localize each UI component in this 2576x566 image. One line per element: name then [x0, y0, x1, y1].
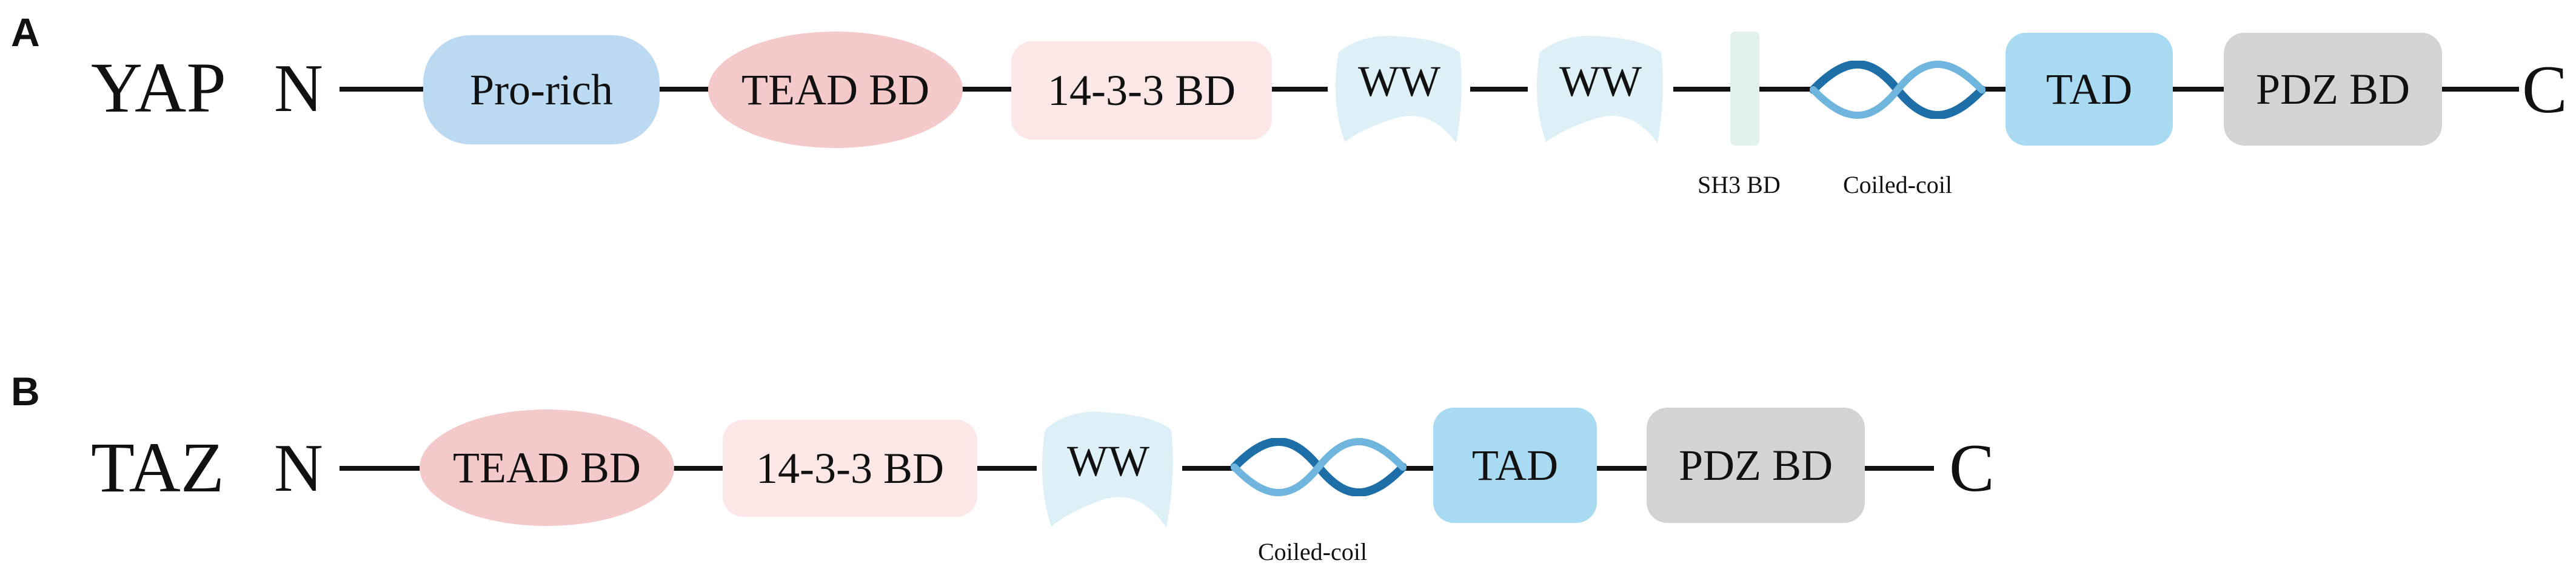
yap-backbone-9 — [2170, 87, 2225, 92]
yap-n-terminus: N — [274, 51, 323, 126]
yap-backbone-10 — [2440, 87, 2519, 92]
yap-backbone-8 — [1979, 87, 2007, 92]
taz-n-terminus: N — [274, 431, 323, 506]
ww-shape — [1042, 411, 1173, 528]
yap-coiled-coil-domain — [1809, 60, 1986, 120]
yap-backbone-3 — [961, 87, 1012, 92]
taz-coiled-coil-domain — [1230, 437, 1407, 497]
taz-backbone-3 — [976, 466, 1037, 471]
taz-ww-domain: WW — [1032, 403, 1185, 531]
taz-backbone-6 — [1594, 466, 1649, 471]
yap-backbone-2 — [658, 87, 709, 92]
taz-c-terminus: C — [1949, 431, 1995, 506]
taz-backbone-1 — [340, 466, 424, 471]
yap-backbone-7 — [1758, 87, 1813, 92]
yap-pro-rich-domain: Pro-rich — [423, 35, 660, 144]
coiled-coil-icon — [1230, 437, 1407, 497]
ww-shape — [1536, 36, 1663, 144]
yap-coiled-coil-label: Coiled-coil — [1843, 171, 1952, 198]
taz-tad-domain: TAD — [1433, 408, 1597, 523]
panel-b-label: B — [11, 369, 40, 414]
yap-c-terminus: C — [2522, 52, 2568, 127]
yap-pdz-bd-domain: PDZ BD — [2224, 33, 2442, 146]
ww-shape — [1335, 36, 1462, 144]
taz-backbone-5 — [1400, 466, 1437, 471]
taz-backbone-2 — [673, 466, 724, 471]
taz-backbone-7 — [1861, 466, 1934, 471]
taz-14-3-3-bd-domain: 14-3-3 BD — [723, 420, 977, 517]
yap-backbone-5 — [1470, 87, 1528, 92]
yap-ww2-domain: WW — [1527, 28, 1674, 147]
taz-backbone-4 — [1182, 466, 1237, 471]
yap-ww1-domain: WW — [1326, 28, 1472, 147]
taz-coiled-coil-label: Coiled-coil — [1258, 538, 1367, 565]
yap-backbone-1 — [340, 87, 424, 92]
yap-protein-name: YAP — [91, 48, 226, 127]
yap-backbone-6 — [1673, 87, 1734, 92]
taz-tead-bd-domain: TEAD BD — [420, 409, 674, 526]
yap-14-3-3-bd-domain: 14-3-3 BD — [1011, 41, 1272, 140]
taz-protein-name: TAZ — [91, 428, 224, 507]
yap-sh3-bd-label: SH3 BD — [1698, 171, 1781, 198]
taz-ww-label: WW — [1067, 436, 1149, 485]
yap-backbone-4 — [1270, 87, 1328, 92]
coiled-coil-icon — [1809, 60, 1986, 120]
yap-sh3-bd-marker — [1730, 32, 1759, 146]
panel-a-label: A — [11, 10, 40, 55]
taz-pdz-bd-domain: PDZ BD — [1647, 408, 1865, 523]
yap-tad-domain: TAD — [2006, 33, 2173, 146]
yap-ww1-label: WW — [1358, 56, 1440, 106]
yap-tead-bd-domain: TEAD BD — [708, 32, 963, 148]
yap-ww2-label: WW — [1559, 56, 1642, 106]
